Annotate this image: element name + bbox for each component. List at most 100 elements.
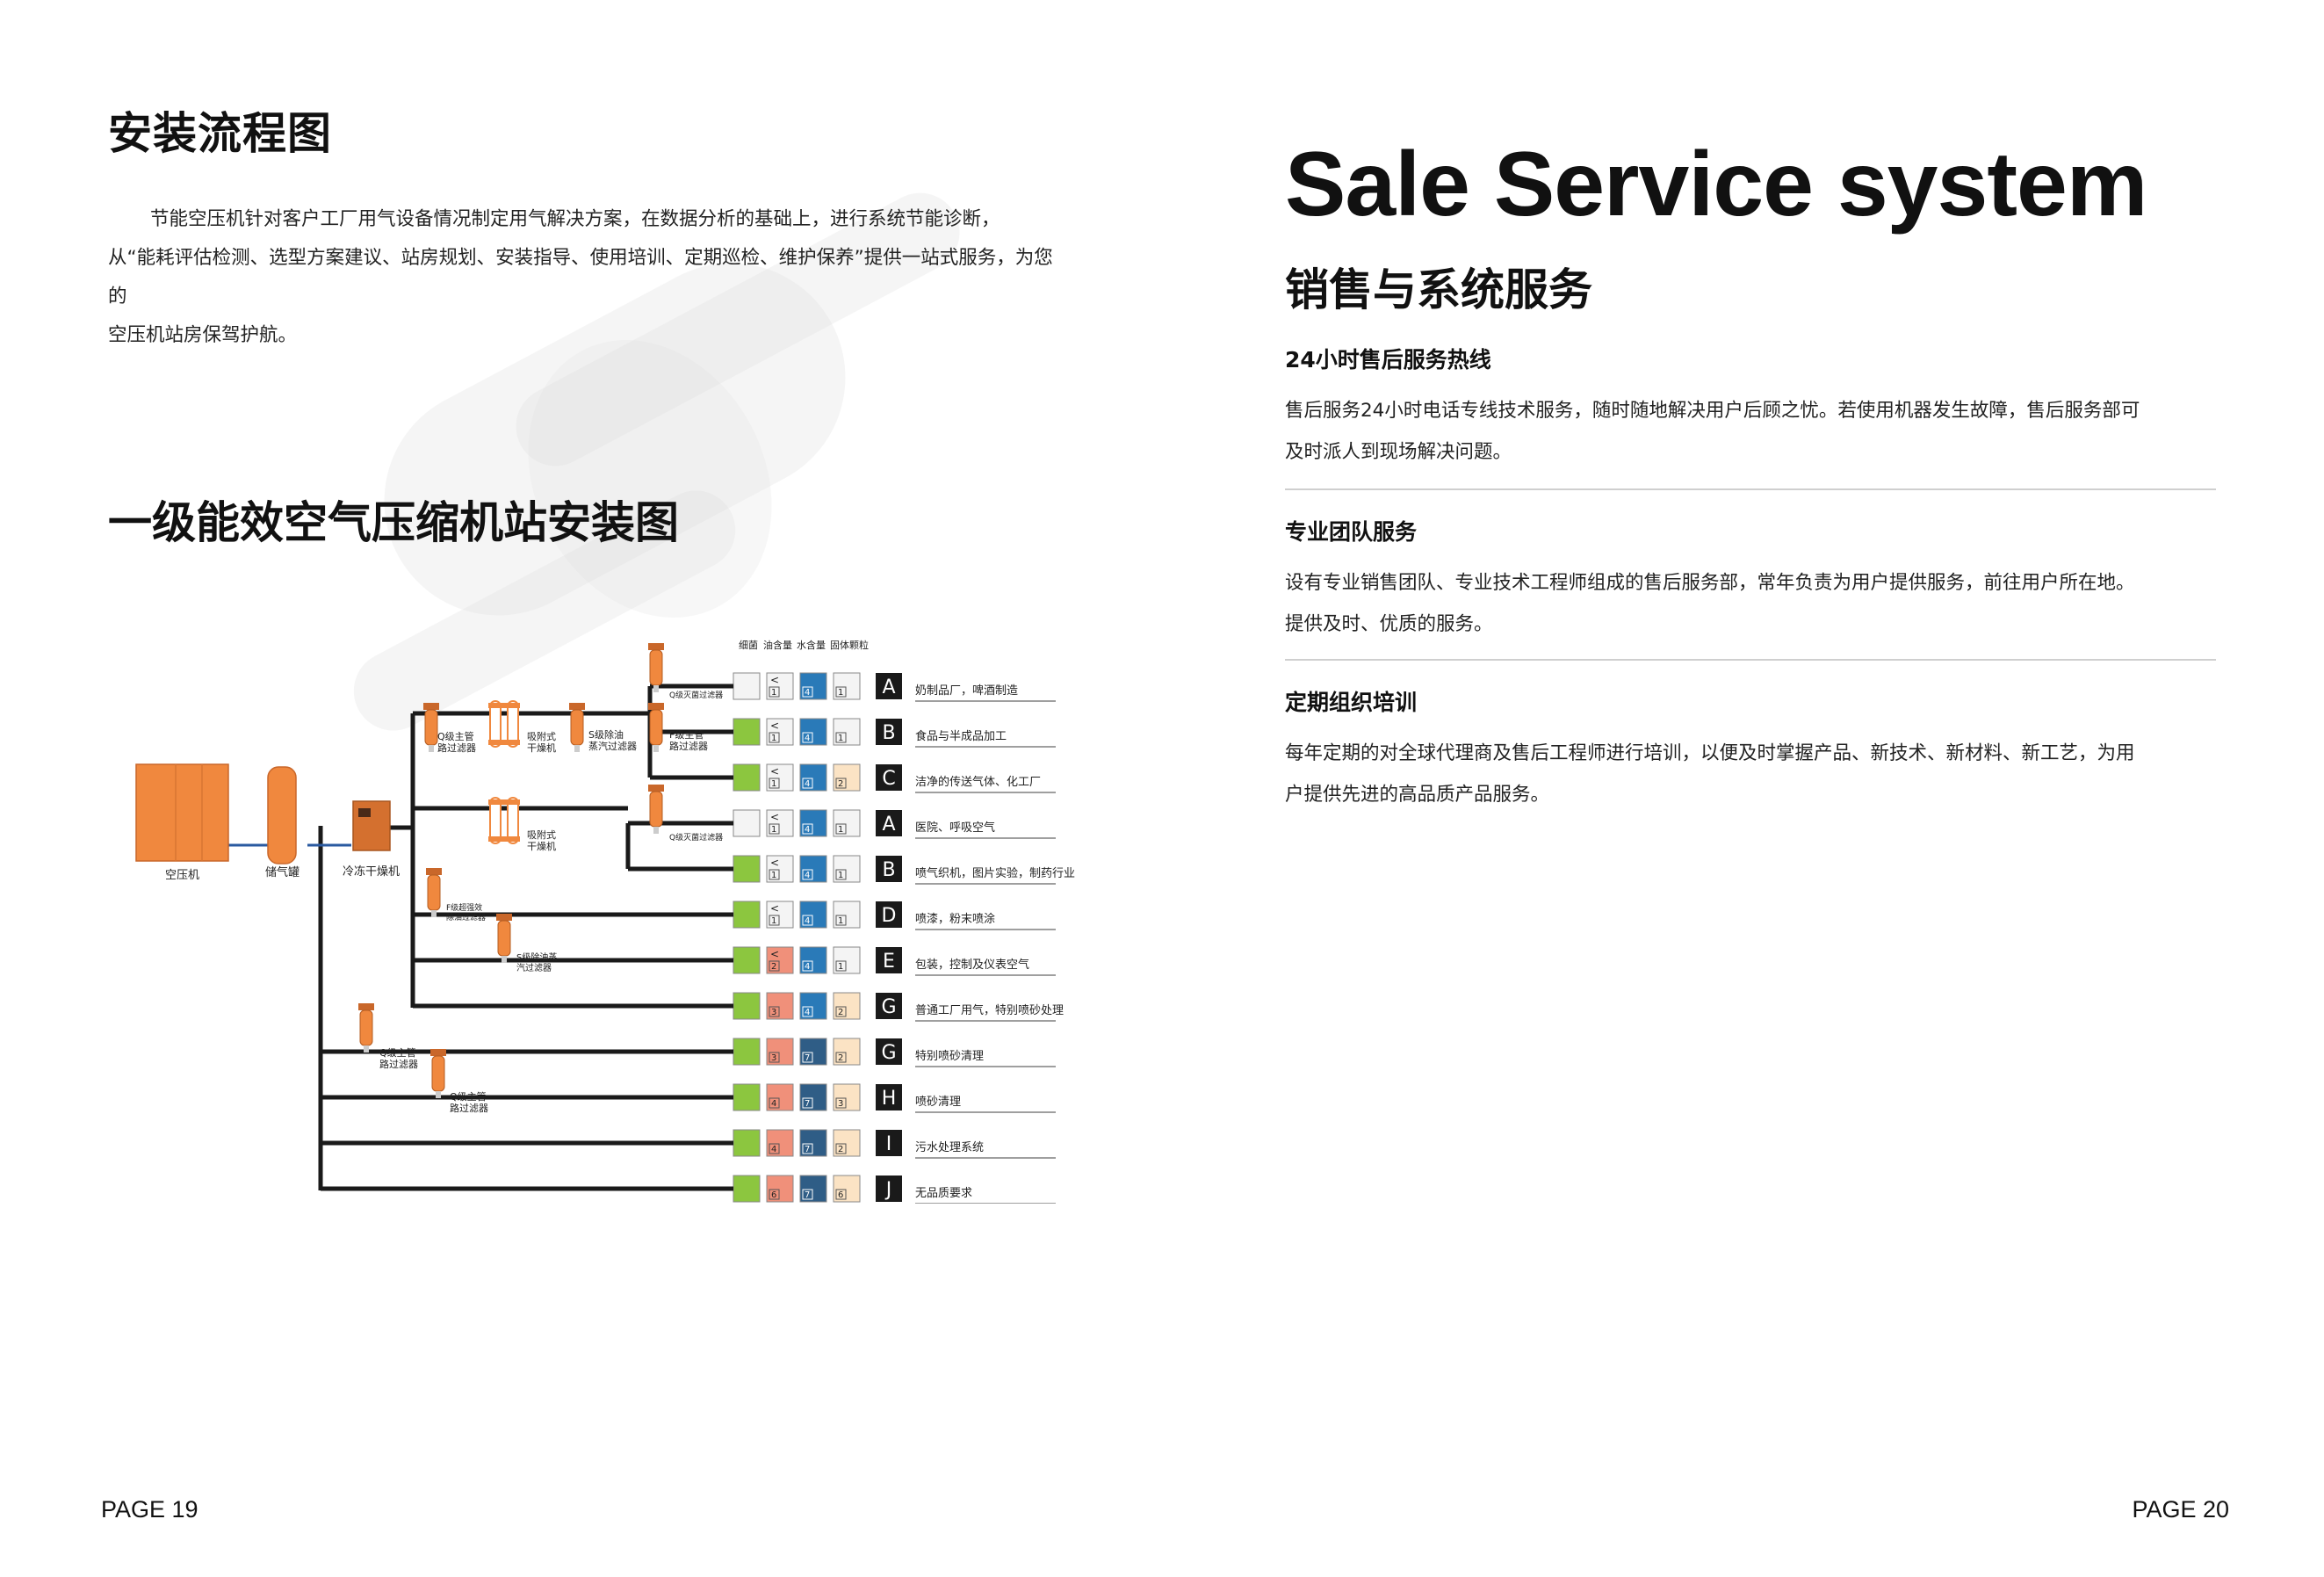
solid-cell bbox=[833, 809, 861, 837]
water-cell bbox=[799, 901, 827, 929]
intro-line: 节能空压机针对客户工厂用气设备情况制定用气解决方案，在数据分析的基础上，进行系统… bbox=[150, 208, 1000, 230]
water-value: 7 bbox=[805, 1190, 810, 1200]
bacteria-cell bbox=[733, 1175, 761, 1203]
oil-less-than: < bbox=[770, 674, 779, 686]
water-value-box bbox=[802, 1052, 813, 1063]
water-value: 4 bbox=[805, 734, 810, 743]
service-title: 定期组织培训 bbox=[1285, 690, 1418, 715]
application-label: 洁净的传送气体、化工厂 bbox=[915, 775, 1041, 789]
oil-value-box bbox=[769, 1189, 780, 1200]
water-value-box bbox=[802, 960, 813, 972]
solid-value-box bbox=[835, 1143, 847, 1154]
water-value-box bbox=[802, 1006, 813, 1017]
oil-value-box bbox=[769, 1097, 780, 1109]
filter-label: Q级主管 bbox=[450, 1090, 487, 1103]
solid-value: 3 bbox=[838, 1099, 843, 1109]
oil-cell bbox=[766, 946, 794, 974]
page-number-right: PAGE 20 bbox=[2132, 1496, 2229, 1523]
compressor-label: 空压机 bbox=[165, 869, 199, 882]
dryer-label: 冷冻干燥机 bbox=[343, 864, 400, 879]
oil-value-box bbox=[769, 686, 780, 698]
adsorber-label: 干燥机 bbox=[527, 741, 556, 754]
oil-value-box bbox=[769, 823, 780, 835]
adsorption-dryer-icon-tower bbox=[507, 797, 519, 844]
water-cell bbox=[799, 1083, 827, 1111]
divider bbox=[1285, 659, 2216, 661]
bacteria-cell bbox=[733, 946, 761, 974]
application-label: 医院、呼吸空气 bbox=[915, 821, 995, 835]
application-label: 特别喷砂清理 bbox=[915, 1050, 984, 1063]
column-header: 水含量 bbox=[797, 639, 826, 651]
service-block-hotline: 24小时售后服务热线 售后服务24小时电话专线技术服务，随时随地解决用户后顾之忧… bbox=[1285, 343, 2216, 473]
water-value: 7 bbox=[805, 1099, 810, 1109]
water-value: 4 bbox=[805, 779, 810, 789]
oil-value: 1 bbox=[771, 916, 776, 926]
oil-value-box bbox=[769, 915, 780, 926]
grade-letter: A bbox=[882, 676, 895, 698]
f-filter-icon-cap bbox=[426, 868, 442, 875]
solid-value: 1 bbox=[838, 916, 843, 926]
grade-box bbox=[876, 947, 902, 973]
solid-value-box bbox=[835, 823, 847, 835]
solid-value: 1 bbox=[838, 871, 843, 880]
application-label: 奶制品厂，啤酒制造 bbox=[915, 684, 1018, 698]
q-sterile-filter-icon-cap bbox=[648, 785, 664, 792]
intro-line: 空压机站房保驾护航。 bbox=[108, 324, 298, 346]
solid-cell bbox=[833, 1129, 861, 1157]
solid-value: 2 bbox=[838, 1145, 843, 1154]
solid-cell bbox=[833, 946, 861, 974]
water-value-box bbox=[802, 686, 813, 698]
s-filter-icon-drain bbox=[574, 745, 580, 752]
column-header: 固体颗粒 bbox=[830, 639, 869, 651]
application-label: 污水处理系统 bbox=[915, 1141, 984, 1154]
q-filter-icon-cap bbox=[423, 703, 439, 710]
intro-line: 从“能耗评估检测、选型方案建议、站房规划、安装指导、使用培训、定期巡检、维护保养… bbox=[108, 247, 1053, 307]
solid-value-box bbox=[835, 960, 847, 972]
water-value-box bbox=[802, 778, 813, 789]
diagram-heading: 一级能效空气压缩机站安装图 bbox=[108, 497, 679, 548]
oil-cell bbox=[766, 809, 794, 837]
air-tank-icon bbox=[267, 766, 297, 864]
column-header: 细菌 bbox=[739, 640, 758, 651]
solid-value-box bbox=[835, 778, 847, 789]
solid-value-box bbox=[835, 1097, 847, 1109]
filter-label: F级超强效 bbox=[446, 902, 482, 913]
tank-label: 储气罐 bbox=[265, 865, 300, 879]
oil-value-box bbox=[769, 778, 780, 789]
adsorption-dryer-icon-tower bbox=[489, 797, 502, 844]
bacteria-cell bbox=[733, 1038, 761, 1066]
oil-cell bbox=[766, 1175, 794, 1203]
page-heading: 安装流程图 bbox=[108, 108, 332, 159]
water-value: 4 bbox=[805, 825, 810, 835]
oil-less-than: < bbox=[770, 765, 779, 778]
water-value-box bbox=[802, 1097, 813, 1109]
oil-value: 4 bbox=[771, 1099, 776, 1109]
adsorption-dryer-icon bbox=[488, 703, 520, 708]
q-filter-icon bbox=[424, 709, 438, 746]
oil-less-than: < bbox=[770, 948, 779, 960]
solid-value-box bbox=[835, 1006, 847, 1017]
title-cn: 销售与系统服务 bbox=[1285, 264, 1592, 315]
application-label: 喷气织机，图片实验，制药行业 bbox=[915, 866, 1075, 880]
oil-value-box bbox=[769, 1143, 780, 1154]
grade-letter: A bbox=[882, 814, 895, 836]
oil-cell bbox=[766, 672, 794, 700]
water-value-box bbox=[802, 732, 813, 743]
oil-value: 6 bbox=[771, 1190, 776, 1200]
q-filter-icon bbox=[359, 1009, 373, 1046]
grade-box bbox=[876, 719, 902, 745]
service-block-team: 专业团队服务 设有专业销售团队、专业技术工程师组成的售后服务部，常年负责为用户提… bbox=[1285, 515, 2216, 645]
water-value-box bbox=[802, 1189, 813, 1200]
filter-label: 路过滤器 bbox=[437, 742, 476, 754]
bacteria-cell bbox=[733, 672, 761, 700]
f-filter-icon bbox=[427, 874, 441, 911]
solid-value: 1 bbox=[838, 734, 843, 743]
grade-letter: C bbox=[882, 768, 895, 790]
solid-value-box bbox=[835, 686, 847, 698]
oil-cell bbox=[766, 855, 794, 883]
s-filter-icon bbox=[497, 920, 511, 957]
adsorption-dryer-icon-tower bbox=[489, 700, 502, 748]
service-text: 设有专业销售团队、专业技术工程师组成的售后服务部，常年负责为用户提供服务，前往用… bbox=[1285, 572, 2135, 594]
filter-label: 汽过滤器 bbox=[516, 962, 552, 973]
application-label: 食品与半成品加工 bbox=[915, 729, 1007, 743]
